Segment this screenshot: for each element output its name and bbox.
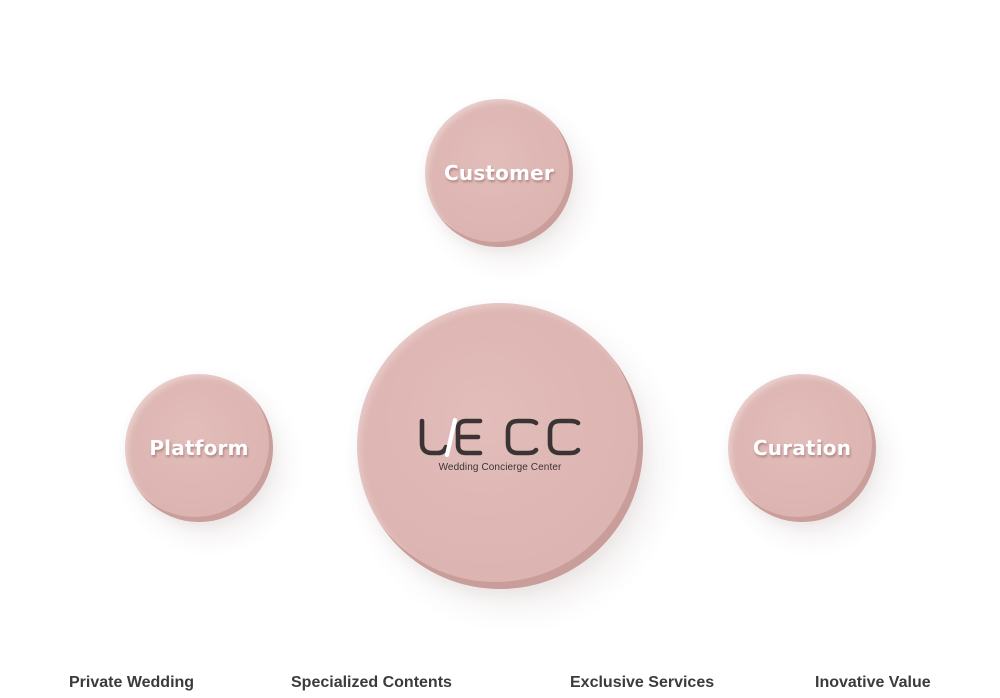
bottom-label-exclusive-services: Exclusive Services	[570, 674, 715, 691]
wecc-logo-icon	[419, 417, 581, 457]
logo-subtitle: Wedding Concierge Center	[438, 462, 562, 473]
bottom-label-specialized-contents: Specialized Contents	[291, 674, 452, 691]
platform-node: Platform	[125, 374, 273, 522]
bottom-label-inovative-value: Inovative Value	[815, 674, 931, 691]
customer-label: Customer	[444, 161, 554, 185]
wecc-logo: Wedding Concierge Center	[418, 417, 582, 473]
curation-node: Curation	[728, 374, 876, 522]
platform-label: Platform	[149, 436, 249, 460]
center-node: Wedding Concierge Center	[357, 303, 643, 589]
bottom-label-private-wedding: Private Wedding	[69, 674, 195, 691]
curation-label: Curation	[752, 436, 852, 460]
customer-node: Customer	[425, 99, 573, 247]
